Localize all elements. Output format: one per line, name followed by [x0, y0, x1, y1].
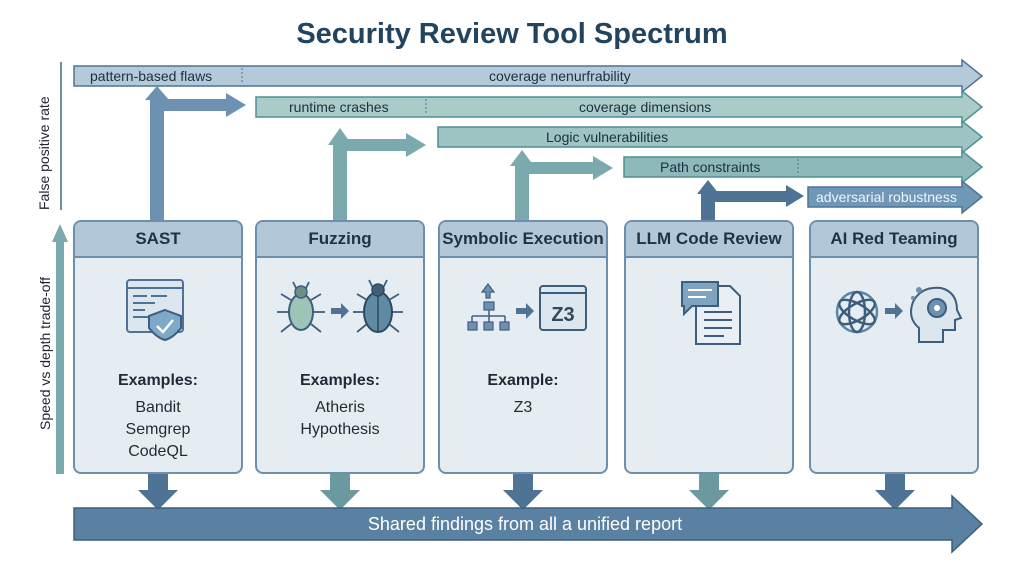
- bug-mutation-icon: [277, 279, 403, 333]
- tool-name: SAST: [75, 222, 241, 258]
- code-shield-icon: [126, 279, 184, 342]
- tool-card-symbolic-execution: Symbolic Execution Z3 Example: Z3: [438, 220, 608, 474]
- bar-3-label: Logic vulnerabilities: [546, 129, 669, 145]
- examples-label: Examples:: [299, 372, 381, 389]
- down-arrows: [138, 474, 915, 510]
- examples-label: Example:: [487, 372, 559, 389]
- bar-4-label: Path constraints: [660, 159, 761, 175]
- bottom-arrow: [73, 494, 984, 554]
- bar-5: [807, 179, 984, 215]
- z3-icon-text: Z3: [551, 304, 574, 326]
- tool-name: Fuzzing: [257, 222, 423, 258]
- example-item: Atheris: [315, 399, 365, 416]
- tool-name: LLM Code Review: [626, 222, 792, 258]
- example-item: CodeQL: [128, 443, 188, 460]
- axis-label-false-positive: False positive rate: [36, 96, 52, 210]
- bar-2-left-label: runtime crashes: [289, 99, 389, 115]
- tool-card-fuzzing: Fuzzing Examples: Atheris Hypothesis: [255, 220, 425, 474]
- connector-llm: [697, 180, 804, 220]
- bar-1: [73, 58, 984, 94]
- tool-card-ai-red-teaming: AI Red Teaming: [809, 220, 979, 474]
- axis-up-arrow: [52, 224, 68, 474]
- connector-fuzzing: [328, 128, 426, 220]
- examples-label: Examples:: [117, 372, 199, 389]
- bar-2: [255, 89, 984, 125]
- ai-brain-gear-icon: [835, 286, 963, 343]
- bar-4: [623, 149, 984, 185]
- page-title: Security Review Tool Spectrum: [296, 18, 728, 50]
- example-item: Bandit: [135, 399, 181, 416]
- bar-1-left-label: pattern-based flaws: [90, 68, 213, 84]
- tool-card-llm-code-review: LLM Code Review: [624, 220, 794, 474]
- example-item: Semgrep: [125, 421, 191, 438]
- connector-symbolic: [510, 150, 613, 220]
- examples-list: Z3: [440, 397, 606, 419]
- bar-5-label: adversarial robustness: [816, 189, 957, 205]
- footer-label: Shared findings from all a unified repor…: [367, 514, 683, 534]
- examples-list: Bandit Semgrep CodeQL: [75, 397, 241, 463]
- axis-label-speed-depth: Speed vs depth trade-off: [37, 276, 53, 430]
- document-chat-icon: [681, 281, 741, 345]
- bar-3: [437, 119, 984, 155]
- example-item: Z3: [513, 399, 533, 416]
- connector-sast: [145, 86, 246, 220]
- tool-name: Symbolic Execution: [440, 222, 606, 258]
- bar-2-right-label: coverage dimensions: [579, 99, 712, 115]
- example-item: Hypothesis: [300, 421, 380, 438]
- tool-card-sast: SAST Examples: Bandit Semgrep CodeQL: [73, 220, 243, 474]
- tree-solver-icon: Z3: [467, 283, 587, 331]
- bar-1-right-label: coverage nenurfrability: [489, 68, 631, 84]
- examples-list: Atheris Hypothesis: [257, 397, 423, 441]
- tool-name: AI Red Teaming: [811, 222, 977, 258]
